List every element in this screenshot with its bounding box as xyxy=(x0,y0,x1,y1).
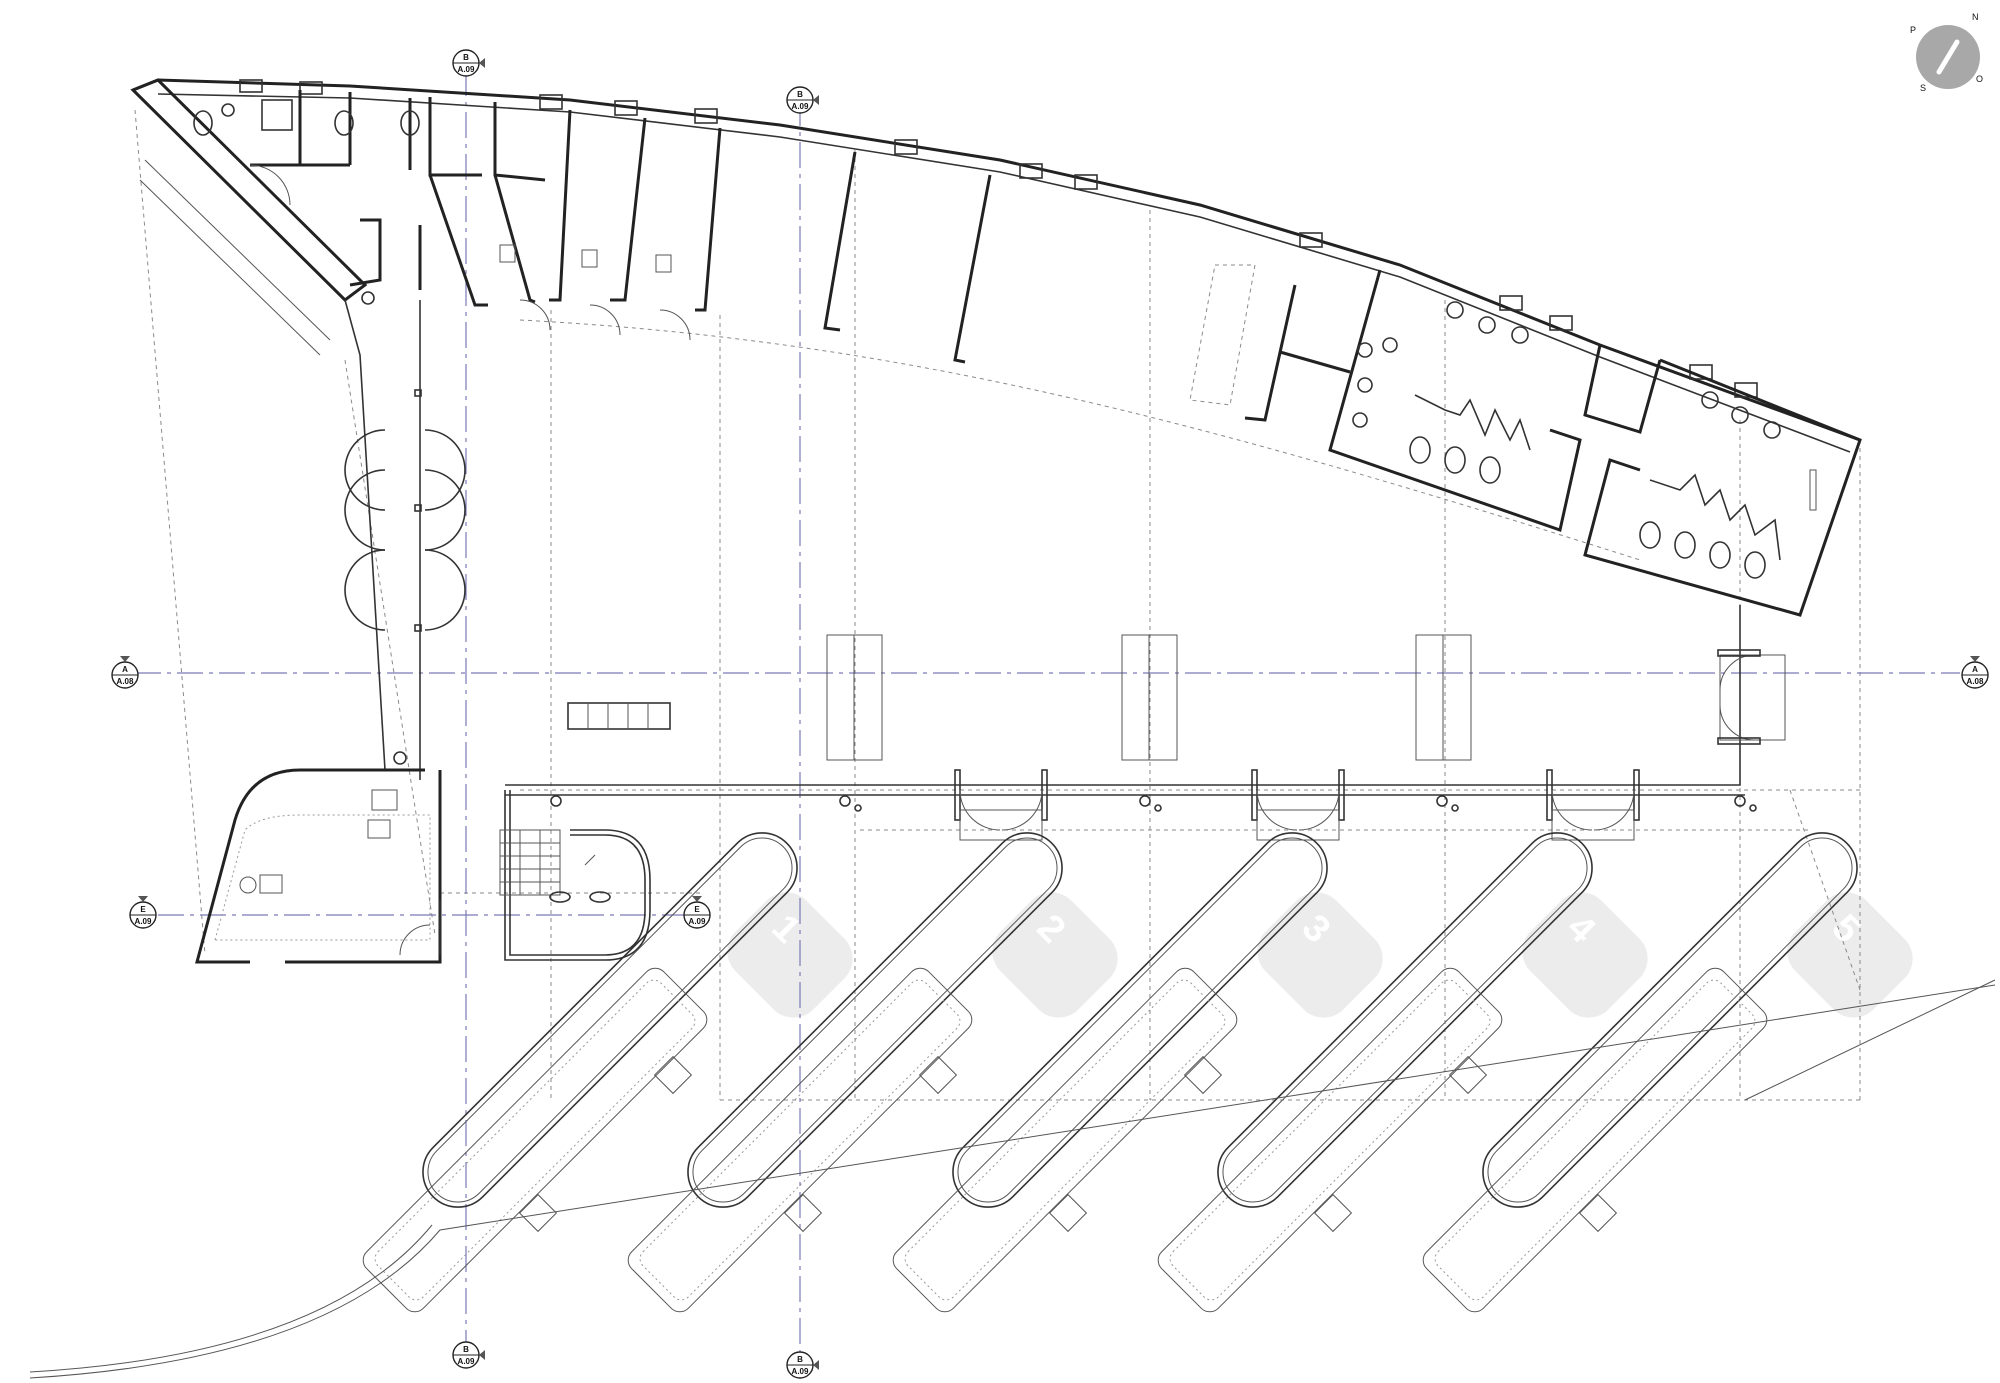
bus-outline-1 xyxy=(362,967,708,1313)
section-marker-e-right: E A.09 xyxy=(683,896,711,929)
marker-a-sheet: A.08 xyxy=(117,677,134,686)
marker-e-sheet: A.09 xyxy=(135,917,152,926)
marker-a-id: A xyxy=(122,665,128,674)
bus-bay-5 xyxy=(1482,832,1858,1208)
columns xyxy=(550,795,1757,812)
marker-a-id: A xyxy=(1972,665,1978,674)
facade-piers xyxy=(239,79,1758,398)
compass-needle-icon xyxy=(1936,39,1960,75)
section-marker-b-bottom-left: B A.09 xyxy=(452,1341,485,1369)
west-wing xyxy=(130,78,421,780)
section-marker-b-bottom-right: B A.09 xyxy=(786,1351,819,1379)
wc-fixtures-east xyxy=(1352,301,1817,579)
marker-b-id: B xyxy=(797,90,803,99)
bay-tab-4 xyxy=(1522,892,1648,1018)
east-restrooms xyxy=(1189,264,1862,617)
bus-bays xyxy=(362,832,1858,1313)
bus-bay-2 xyxy=(687,832,1063,1208)
marker-b-id: B xyxy=(797,1355,803,1364)
bay-tab-1 xyxy=(727,892,853,1018)
bay-tab-2 xyxy=(992,892,1118,1018)
section-marker-e-left: E A.09 xyxy=(129,896,157,929)
bench xyxy=(567,702,671,730)
marker-e-id: E xyxy=(140,905,146,914)
road-edge xyxy=(29,979,1996,1379)
section-marker-b-top-right: B A.09 xyxy=(786,86,819,114)
structural-grid xyxy=(134,109,1861,1101)
sw-office xyxy=(195,768,442,964)
wc-rooms-west xyxy=(193,90,422,290)
section-marker-a-left: A A.08 xyxy=(111,656,139,689)
section-marker-a-right: A A.08 xyxy=(1961,656,1989,689)
bus-bay-4 xyxy=(1217,832,1593,1208)
compass-east: O xyxy=(1976,74,1983,84)
bus-bay-3 xyxy=(952,832,1328,1208)
marker-e-id: E xyxy=(694,905,700,914)
bay-tab-3 xyxy=(1257,892,1383,1018)
compass-west: P xyxy=(1910,25,1916,35)
marker-b-sheet: A.09 xyxy=(792,1367,809,1376)
ticket-windows xyxy=(499,244,691,341)
north-facade xyxy=(132,78,1861,453)
compass: N P S O xyxy=(1910,12,1983,93)
marker-b-sheet: A.09 xyxy=(458,65,475,74)
marker-b-sheet: A.09 xyxy=(458,1357,475,1366)
bus-bay-tabs: 1 2 3 4 5 xyxy=(727,892,1913,1018)
compass-north: N xyxy=(1972,12,1979,22)
corridor-doors xyxy=(344,389,466,632)
platform-edge xyxy=(505,605,1757,841)
stair-kiosk xyxy=(499,790,651,961)
marker-a-sheet: A.08 xyxy=(1967,677,1984,686)
marker-b-id: B xyxy=(463,1345,469,1354)
marker-b-sheet: A.09 xyxy=(792,102,809,111)
compass-south: S xyxy=(1920,83,1926,93)
section-marker-b-top-left: B A.09 xyxy=(452,49,485,77)
bus-bay-1 xyxy=(422,832,798,1208)
bay-tab-5 xyxy=(1787,892,1913,1018)
axis-columns xyxy=(826,634,1786,761)
marker-b-id: B xyxy=(463,53,469,62)
bay-squares xyxy=(518,1055,1618,1233)
marker-e-sheet: A.09 xyxy=(689,917,706,926)
ticket-offices xyxy=(428,97,992,364)
